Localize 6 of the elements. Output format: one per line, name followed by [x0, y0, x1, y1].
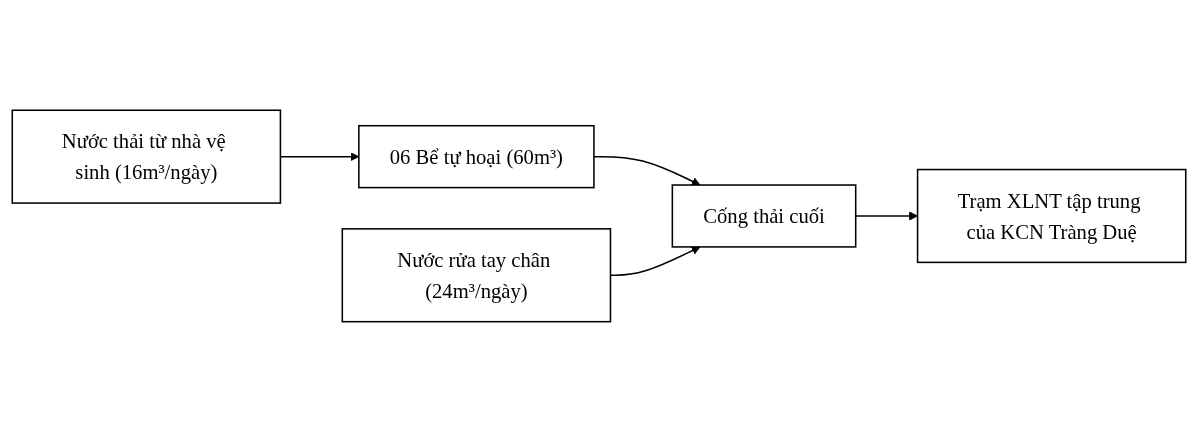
node-box: 06 Bể tự hoại (60m³) [358, 124, 595, 189]
arrow [593, 155, 701, 186]
node-box: Nước rửa tay chân (24m³/ngày) [341, 228, 612, 323]
node-box: Trạm XLNT tập trung của KCN Tràng Duệ [916, 168, 1187, 264]
node-box: Cống thải cuối [671, 184, 857, 248]
node-box: Nước thải từ nhà vệ sinh (16m³/ngày) [11, 109, 282, 204]
